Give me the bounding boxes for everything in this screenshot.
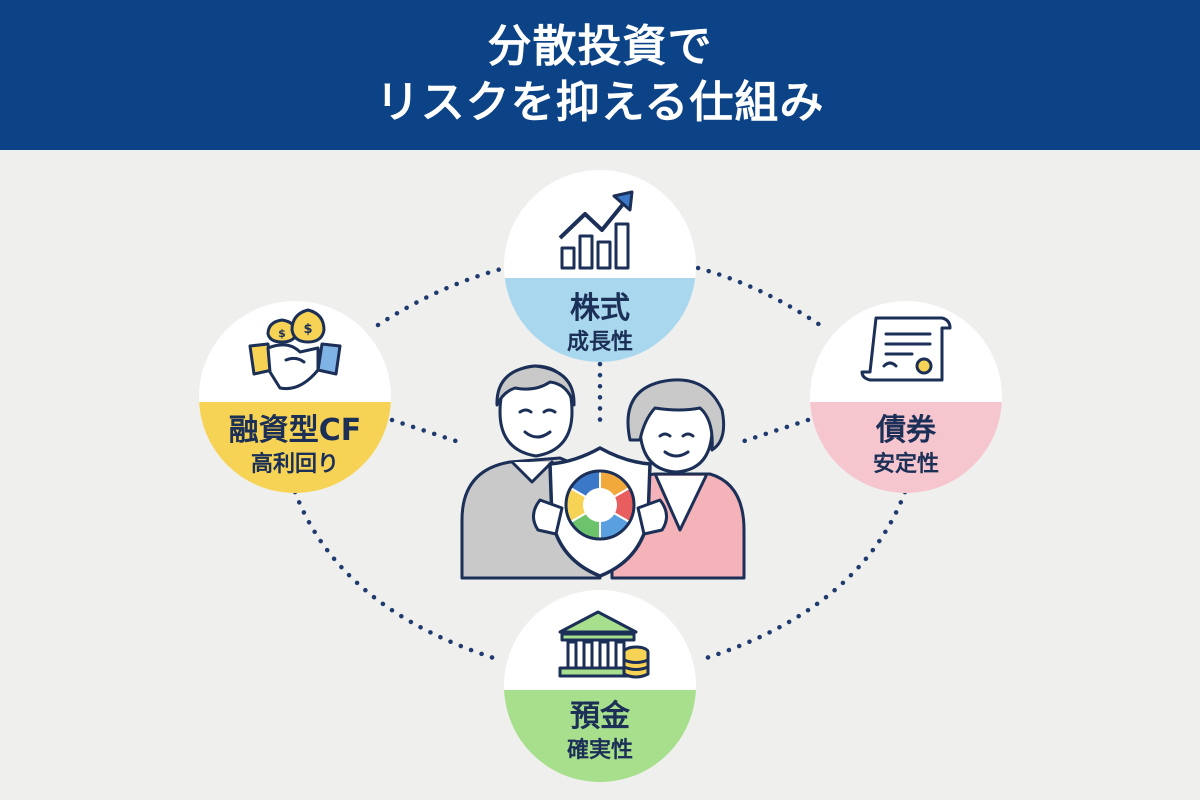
node-stocks-sublabel: 成長性 (566, 330, 633, 355)
dollar-glyph-1: $ (278, 327, 286, 340)
node-deposits-label: 預金 (570, 699, 630, 734)
certificate-icon (860, 316, 952, 382)
dotted-connectors (292, 265, 908, 663)
node-deposits (504, 590, 696, 782)
node-loan-cf-label: 融資型CF (228, 413, 362, 448)
node-loan-cf: $ $ (199, 301, 391, 493)
connector-right-bottom (697, 489, 908, 663)
handshake-money-icon (248, 308, 342, 391)
couple-with-shield-icon (460, 364, 746, 580)
shield-ring-outline (564, 469, 636, 541)
node-stocks-label: 株式 (570, 291, 630, 326)
node-deposits-text: 預金 確実性 (520, 698, 680, 766)
connector-left-center (389, 417, 468, 447)
connector-right-center (732, 417, 811, 447)
connector-left-top (375, 265, 508, 328)
title-line-1: 分散投資で (487, 21, 713, 72)
node-stocks-text: 株式 成長性 (520, 290, 680, 358)
connector-left-bottom (292, 489, 503, 663)
shield-diversity-ring (564, 469, 636, 541)
node-loan-cf-text: 融資型CF 高利回り (205, 412, 385, 480)
node-bonds-label: 債券 (876, 413, 936, 448)
node-deposits-sublabel: 確実性 (566, 738, 633, 763)
node-loan-cf-sublabel: 高利回り (250, 452, 339, 477)
title-line-2: リスクを抑える仕組み (375, 77, 825, 128)
title-banner: 分散投資で リスクを抑える仕組み (0, 0, 1200, 150)
node-bonds-text: 債券 安定性 (826, 412, 986, 480)
node-bonds-sublabel: 安定性 (872, 452, 939, 477)
bank-coins-icon (558, 610, 650, 679)
dollar-glyph-2: $ (303, 322, 312, 337)
growth-chart-icon (558, 190, 634, 270)
connector-top-right (695, 265, 823, 328)
